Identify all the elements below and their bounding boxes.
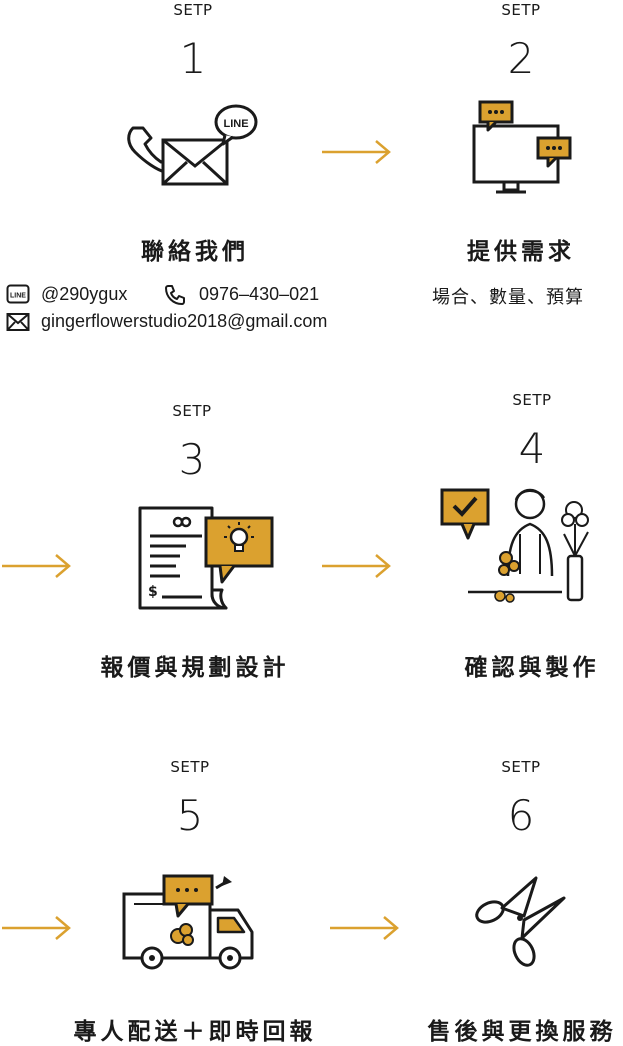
step-4-number: 4	[518, 424, 546, 473]
line-bubble-text: LINE	[223, 118, 248, 130]
line-icon: LINE	[6, 284, 30, 304]
step-3-title: 報價與規劃設計	[100, 655, 290, 681]
phone-number[interactable]: 0976–430–021	[199, 284, 320, 304]
step-4-title: 確認與製作	[464, 655, 600, 681]
monitor-chat-icon	[472, 100, 572, 194]
arrow-right-icon	[2, 554, 71, 578]
step-6-number: 6	[507, 791, 535, 840]
scissors-icon	[475, 876, 566, 967]
quote-document-icon: $	[138, 506, 274, 610]
email-icon	[6, 313, 30, 331]
step-5-title: 專人配送＋即時回報	[73, 1019, 317, 1045]
contact-icon: LINE	[127, 104, 258, 186]
arrow-right-icon	[322, 554, 391, 578]
line-icon-text: LINE	[10, 293, 26, 300]
arrow-right-icon	[330, 916, 399, 940]
arrow-right-icon	[322, 140, 391, 164]
florist-icon	[440, 488, 589, 603]
step-2-title: 提供需求	[467, 239, 575, 265]
step-5-label: SETP	[170, 758, 210, 776]
email-address[interactable]: gingerflowerstudio2018@gmail.com	[41, 311, 328, 331]
svg-text:$: $	[148, 584, 158, 600]
step-6-label: SETP	[501, 758, 541, 776]
delivery-truck-icon	[122, 874, 254, 970]
step-2-subtitle: 場合、數量、預算	[432, 287, 584, 308]
arrow-right-icon	[2, 916, 71, 940]
step-2-label: SETP	[501, 1, 541, 19]
line-id[interactable]: @290ygux	[41, 284, 128, 304]
step-2-number: 2	[507, 34, 535, 83]
step-3-label: SETP	[172, 402, 212, 420]
step-4-label: SETP	[512, 391, 552, 409]
step-1-title: 聯絡我們	[141, 239, 249, 265]
step-5-number: 5	[176, 791, 204, 840]
step-3-number: 3	[178, 435, 206, 484]
step-1-label: SETP	[173, 1, 213, 19]
step-1-number: 1	[179, 34, 207, 83]
step-6-title: 售後與更換服務	[427, 1019, 617, 1045]
phone-icon	[165, 285, 185, 305]
